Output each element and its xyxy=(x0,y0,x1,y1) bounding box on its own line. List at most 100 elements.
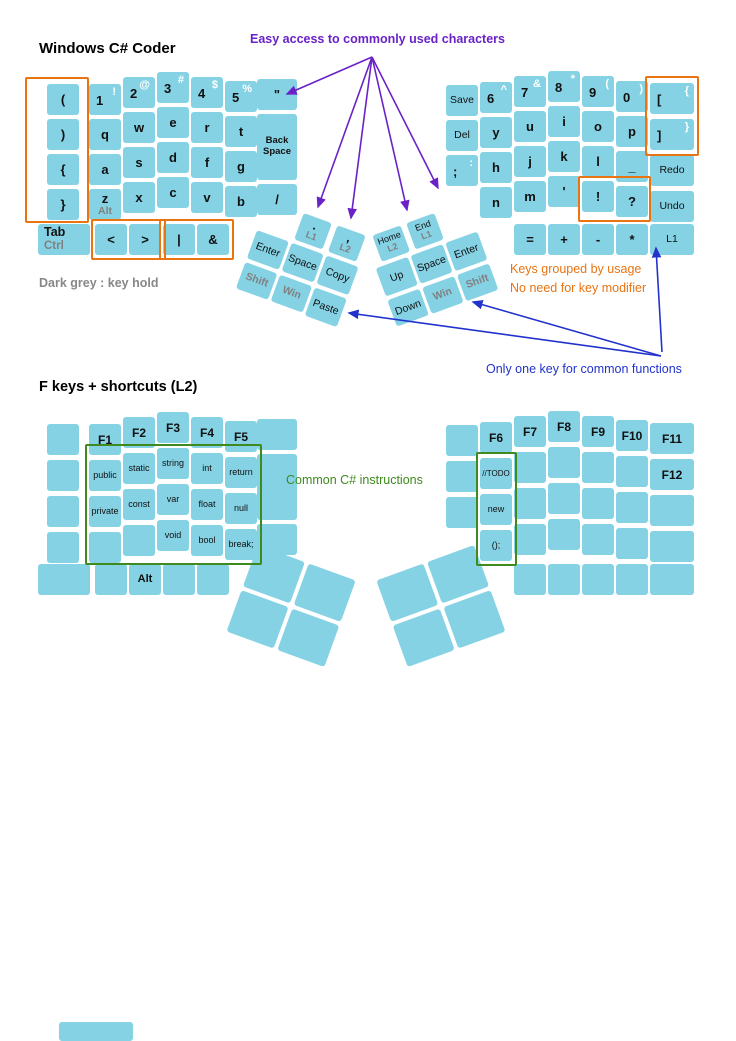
shift-char: ( xyxy=(605,78,609,90)
key-<: < xyxy=(95,224,127,255)
page-title-top: Windows C# Coder xyxy=(39,40,176,57)
key-label: k xyxy=(560,149,568,164)
key-();: (); xyxy=(480,530,512,561)
key-//TODO: //TODO xyxy=(480,458,512,489)
key-label: Redo xyxy=(659,164,685,177)
key-4: $4 xyxy=(191,77,223,108)
key-label: return xyxy=(229,467,253,477)
annotation-keys-grouped-line1: Keys grouped by usage xyxy=(510,262,642,276)
key-hold-label: Ctrl xyxy=(44,239,64,252)
key-F9: F9 xyxy=(582,416,614,447)
key-new: new xyxy=(480,494,512,525)
highlight-box-orange xyxy=(25,77,89,223)
shift-char: & xyxy=(533,78,541,90)
highlight-box-green xyxy=(476,452,517,566)
key-label: F2 xyxy=(131,425,146,440)
key-label: Tab xyxy=(44,225,66,240)
blank-key xyxy=(514,452,546,483)
key-label: private xyxy=(91,506,119,516)
key-label: var xyxy=(166,494,180,504)
key-l: l xyxy=(582,146,614,177)
key-?: ? xyxy=(616,186,648,217)
key-label: ] xyxy=(657,127,662,143)
key-label: - xyxy=(595,232,601,247)
key-Save: Save xyxy=(446,85,478,116)
key-label: g xyxy=(237,159,245,174)
key-q: q xyxy=(89,119,121,150)
blank-key xyxy=(650,564,694,595)
key-label: < xyxy=(107,232,115,247)
key-label: 2 xyxy=(130,85,138,101)
highlight-box-orange xyxy=(645,76,699,156)
key-label: F11 xyxy=(661,431,682,446)
blank-key xyxy=(582,488,614,519)
key-return: return xyxy=(225,457,257,488)
shift-char: % xyxy=(242,83,252,95)
key-n: n xyxy=(480,187,512,218)
key-2: @2 xyxy=(123,77,155,108)
key-label: break; xyxy=(228,539,254,549)
key-label: 4 xyxy=(198,85,206,101)
annotation-keys-grouped: Keys grouped by usage No need for key mo… xyxy=(510,260,646,298)
key-label: float xyxy=(198,499,216,509)
key-label: Undo xyxy=(659,200,685,213)
blank-key xyxy=(446,497,478,528)
key-label: ? xyxy=(628,194,636,209)
key-label: F7 xyxy=(522,424,537,439)
key-label: _ xyxy=(628,159,636,174)
key-public: public xyxy=(89,460,121,491)
key-label: bool xyxy=(198,535,216,545)
key--: - xyxy=(582,224,614,255)
annotation-keys-grouped-line2: No need for key modifier xyxy=(510,280,647,295)
key-Redo: Redo xyxy=(650,155,694,186)
blank-key xyxy=(95,564,127,595)
key-label: ( xyxy=(60,92,66,107)
key-i: i xyxy=(548,106,580,137)
key-label: Alt xyxy=(137,573,153,585)
blank-key xyxy=(197,564,229,595)
key-label: F4 xyxy=(199,425,214,440)
key-label: 1 xyxy=(96,92,104,108)
key-!: ! xyxy=(582,181,614,212)
key-label: 7 xyxy=(521,84,529,100)
blank-key xyxy=(582,452,614,483)
key-label: t xyxy=(238,124,244,139)
key-6: ^6 xyxy=(480,82,512,113)
key-label: ! xyxy=(595,189,601,204)
key-label: F5 xyxy=(233,429,248,444)
shift-char: ^ xyxy=(500,84,507,96)
key-1: !1 xyxy=(89,84,121,115)
key-}: } xyxy=(47,189,79,220)
blank-key xyxy=(616,528,648,559)
key-label: static xyxy=(128,463,150,473)
key-label: F6 xyxy=(488,430,503,445)
key-e: e xyxy=(157,107,189,138)
key-string: string xyxy=(157,448,189,479)
key-k: k xyxy=(548,141,580,172)
highlight-box-orange xyxy=(159,219,234,260)
key-u: u xyxy=(514,111,546,142)
key-label: null xyxy=(233,503,248,513)
blank-key xyxy=(548,519,580,550)
key-label: n xyxy=(492,195,500,210)
key-label: w xyxy=(133,120,145,135)
key-;: :; xyxy=(446,155,478,186)
key-label: y xyxy=(492,125,500,140)
blank-key xyxy=(59,1022,133,1041)
key-label: v xyxy=(203,190,211,205)
key-label: (); xyxy=(491,540,501,550)
key-break;: break; xyxy=(225,529,257,560)
blank-key xyxy=(514,524,546,555)
key-label: d xyxy=(169,150,177,165)
key-label: z xyxy=(101,190,109,206)
key-/: / xyxy=(257,184,297,215)
key-label: void xyxy=(164,530,182,540)
key-=: = xyxy=(514,224,546,255)
key-w: w xyxy=(123,112,155,143)
key-label: new xyxy=(487,504,505,514)
key-(: ( xyxy=(47,84,79,115)
key-&: & xyxy=(197,224,229,255)
